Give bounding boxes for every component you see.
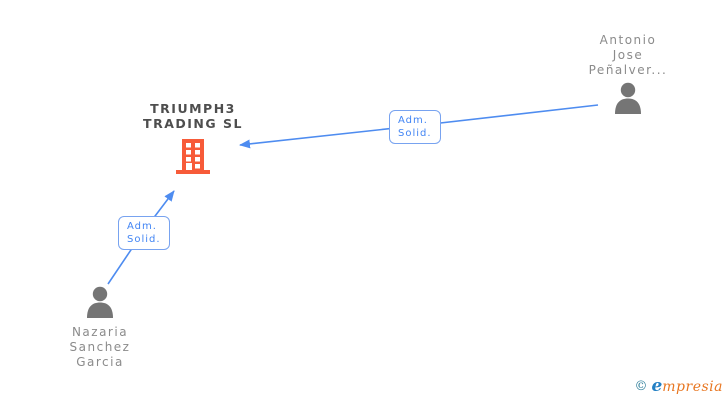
- company-name-line: TRIUMPH3: [150, 101, 236, 116]
- edge-label-line: Adm.: [127, 221, 157, 232]
- edge-label-adm-solid-1: Adm. Solid.: [389, 110, 441, 144]
- person-node-antonio[interactable]: Antonio Jose Peñalver...: [553, 33, 703, 118]
- person-node-nazaria[interactable]: Nazaria Sanchez Garcia: [25, 286, 175, 370]
- copyright-icon: ©: [634, 379, 648, 394]
- company-name-line: TRADING SL: [143, 116, 243, 131]
- edge-label-adm-solid-2: Adm. Solid.: [118, 216, 170, 250]
- person-name: Nazaria Sanchez Garcia: [25, 325, 175, 370]
- person-name: Antonio Jose Peñalver...: [553, 33, 703, 78]
- person-icon: [25, 286, 175, 322]
- person-name-line: Sanchez: [69, 340, 131, 354]
- company-name: TRIUMPH3 TRADING SL: [118, 101, 268, 131]
- person-name-line: Garcia: [76, 355, 124, 369]
- edge-label-line: Solid.: [127, 234, 161, 245]
- edge-label-line: Adm.: [398, 115, 428, 126]
- building-icon: [118, 139, 268, 178]
- person-name-line: Nazaria: [71, 325, 129, 339]
- person-name-line: Jose: [612, 48, 644, 62]
- logo-letter-e: e: [651, 376, 663, 396]
- empresia-logo[interactable]: ©empresia: [634, 376, 723, 396]
- person-icon: [553, 82, 703, 118]
- company-node[interactable]: TRIUMPH3 TRADING SL: [118, 101, 268, 178]
- person-name-line: Antonio: [599, 33, 657, 47]
- edge-label-line: Solid.: [398, 128, 432, 139]
- person-name-line: Peñalver...: [588, 63, 668, 77]
- logo-text: mpresia: [662, 379, 723, 395]
